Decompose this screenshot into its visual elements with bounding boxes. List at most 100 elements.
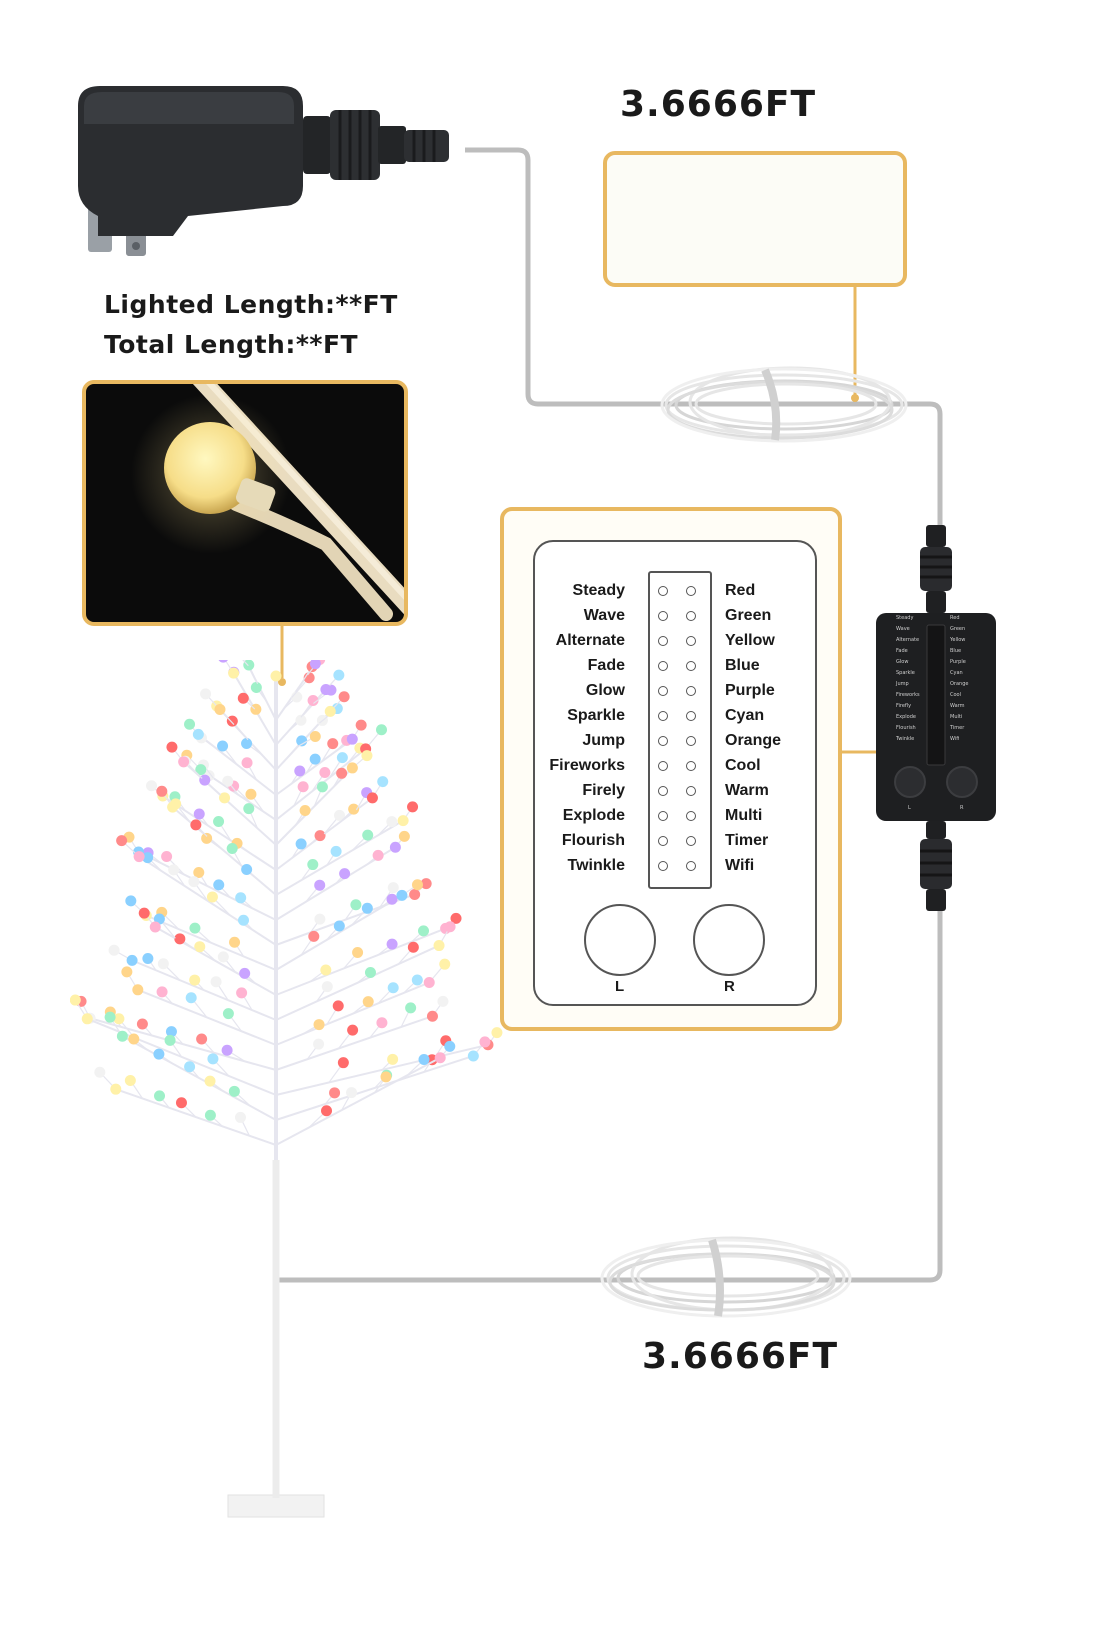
- remote-color-label: Red: [725, 582, 756, 599]
- power-adapter-image: [78, 86, 449, 256]
- tree-bulb: [350, 899, 362, 911]
- remote-mode-label: Steady: [572, 582, 625, 599]
- controller-color-label: Cool: [950, 692, 961, 698]
- controller-mode-label: Explode: [896, 714, 916, 720]
- mode-indicator-led: [658, 686, 668, 696]
- tree-bulb: [336, 767, 348, 779]
- color-indicator-led: [686, 836, 696, 846]
- tree-bulb: [411, 879, 423, 891]
- top-callout-box: [603, 151, 907, 287]
- tree-bulb: [352, 946, 364, 958]
- remote-mode-label: Firely: [582, 782, 625, 799]
- left-knob-label: L: [615, 978, 625, 995]
- tree-bulb: [241, 757, 253, 769]
- tree-bulb: [355, 719, 367, 731]
- tree-bulb: [184, 1061, 196, 1073]
- tree-bulb: [235, 892, 247, 904]
- right-knob-button[interactable]: [693, 904, 765, 976]
- tree-bulb: [479, 1036, 491, 1048]
- tree-bulb: [146, 780, 158, 792]
- tree-bulb: [362, 829, 374, 841]
- tree-bulb: [178, 756, 190, 768]
- tree-bulb: [434, 1052, 446, 1064]
- tree-bulb: [295, 714, 307, 726]
- tree-bulb: [217, 951, 229, 963]
- lighted-length-label: Lighted Length:**FT: [104, 290, 398, 319]
- remote-mode-label: Explode: [562, 807, 625, 824]
- tree-bulb: [407, 941, 419, 953]
- tree-bulb: [361, 750, 373, 762]
- controller-mode-label: Fade: [896, 648, 908, 654]
- tree-bulb: [168, 864, 180, 876]
- mode-indicator-led: [658, 661, 668, 671]
- tree-bulb: [175, 1097, 187, 1109]
- controller-hardware-image: [876, 525, 996, 911]
- color-indicator-led: [686, 861, 696, 871]
- tree-bulb: [313, 1019, 325, 1031]
- controller-mode-label: Flourish: [896, 725, 916, 731]
- tree-bulb: [193, 808, 205, 820]
- tree-bulb: [307, 859, 319, 871]
- light-tree-image: [70, 660, 503, 1518]
- tree-bulb: [314, 830, 326, 842]
- tree-bulb: [213, 815, 225, 827]
- tree-bulb: [218, 660, 228, 663]
- tree-bulb: [128, 1033, 140, 1045]
- tree-bulb: [362, 996, 374, 1008]
- tree-bulb: [125, 895, 137, 907]
- tree-bulb: [313, 1038, 325, 1050]
- tree-bulb: [307, 694, 319, 706]
- tree-bulb: [389, 841, 401, 853]
- tree-bulb: [426, 1010, 438, 1022]
- remote-mode-label: Sparkle: [567, 707, 625, 724]
- tree-bulb: [221, 1044, 233, 1056]
- bulb-closeup-image: [131, 384, 404, 621]
- mode-indicator-led: [658, 761, 668, 771]
- tree-bulb: [309, 753, 321, 765]
- tree-bulb: [333, 809, 345, 821]
- tree-bulb: [372, 849, 384, 861]
- tree-bulb: [380, 1071, 392, 1083]
- remote-color-label: Purple: [725, 682, 775, 699]
- tree-bulb: [241, 738, 253, 750]
- tree-bulb: [210, 976, 222, 988]
- tree-bulb: [320, 964, 332, 976]
- tree-bulb: [387, 882, 399, 894]
- tree-bulb: [136, 1018, 148, 1030]
- tree-bulb: [81, 1013, 93, 1025]
- tree-bulb: [336, 752, 348, 764]
- controller-mode-label: Fireworks: [896, 692, 920, 698]
- tree-bulb: [142, 852, 154, 864]
- tree-bulb: [142, 952, 154, 964]
- tree-bulb: [329, 1087, 341, 1099]
- remote-mode-label: Twinkle: [567, 857, 626, 874]
- tree-bulb: [196, 1033, 208, 1045]
- tree-bulb: [467, 1050, 479, 1062]
- tree-bulb: [308, 930, 320, 942]
- bottom-wire: [276, 905, 943, 1283]
- tree-bulb: [228, 667, 240, 679]
- tree-bulb: [409, 888, 421, 900]
- controller-color-label: Green: [950, 626, 966, 632]
- tree-bulb: [423, 977, 435, 989]
- left-knob-button[interactable]: [584, 904, 656, 976]
- tree-bulb: [229, 936, 241, 948]
- tree-bulb: [188, 876, 200, 888]
- tree-bulb: [124, 1074, 136, 1086]
- tree-bulb: [319, 766, 331, 778]
- tree-bulb: [314, 879, 326, 891]
- tree-bulb: [250, 681, 262, 693]
- color-indicator-led: [686, 611, 696, 621]
- tree-bulb: [234, 1111, 246, 1123]
- led-bulb-icon: [164, 422, 256, 514]
- tree-bulb: [243, 803, 255, 815]
- color-indicator-led: [686, 686, 696, 696]
- tree-bulb: [126, 954, 138, 966]
- controller-color-label: Multi: [950, 714, 963, 720]
- tree-bulb: [194, 941, 206, 953]
- tree-bulb: [320, 684, 332, 696]
- tree-bulb: [94, 1066, 106, 1078]
- tree-bulb: [113, 1013, 125, 1025]
